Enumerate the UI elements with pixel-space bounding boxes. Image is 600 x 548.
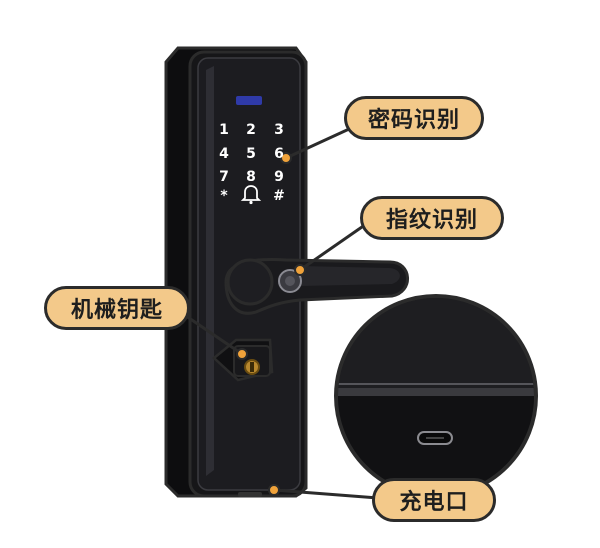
key-slot [250, 362, 254, 372]
keypad-key-hash[interactable]: # [273, 188, 285, 204]
leader-dots [236, 152, 306, 496]
leader-mechanical-key [185, 314, 243, 356]
keypad-key-2[interactable]: 2 [246, 122, 256, 138]
dot-fingerprint [294, 264, 306, 276]
keypad-key-6[interactable]: 6 [274, 146, 284, 162]
keypad-key-3[interactable]: 3 [274, 122, 284, 138]
dot-mechanical-key [236, 348, 248, 360]
glass-highlight [206, 66, 214, 476]
keypad-key-1[interactable]: 1 [219, 122, 229, 138]
leader-charging-port [273, 488, 379, 500]
dot-password [280, 152, 292, 164]
handle-rosette [226, 258, 274, 306]
dot-charging-port [268, 484, 280, 496]
callout-charging-port: 充电口 [372, 478, 496, 522]
keypad-key-4[interactable]: 4 [219, 146, 229, 162]
leader-fingerprint [299, 218, 373, 272]
callout-password-recognition: 密码识别 [344, 96, 484, 140]
callout-mechanical-key: 机械钥匙 [44, 286, 190, 330]
callout-fingerprint-recognition: 指纹识别 [360, 196, 504, 240]
keypad-key-star[interactable]: * [220, 188, 228, 204]
keypad-key-7[interactable]: 7 [219, 169, 229, 185]
keypad-key-5[interactable]: 5 [246, 146, 256, 162]
proximity-sensor [236, 96, 262, 105]
handle-highlight [300, 266, 400, 286]
keypad-key-8[interactable]: 8 [246, 169, 256, 185]
lock-charging-port [238, 492, 262, 497]
keypad-key-9[interactable]: 9 [274, 169, 284, 185]
fingerprint-sensor-inner [285, 276, 295, 286]
bell-icon [240, 185, 262, 205]
